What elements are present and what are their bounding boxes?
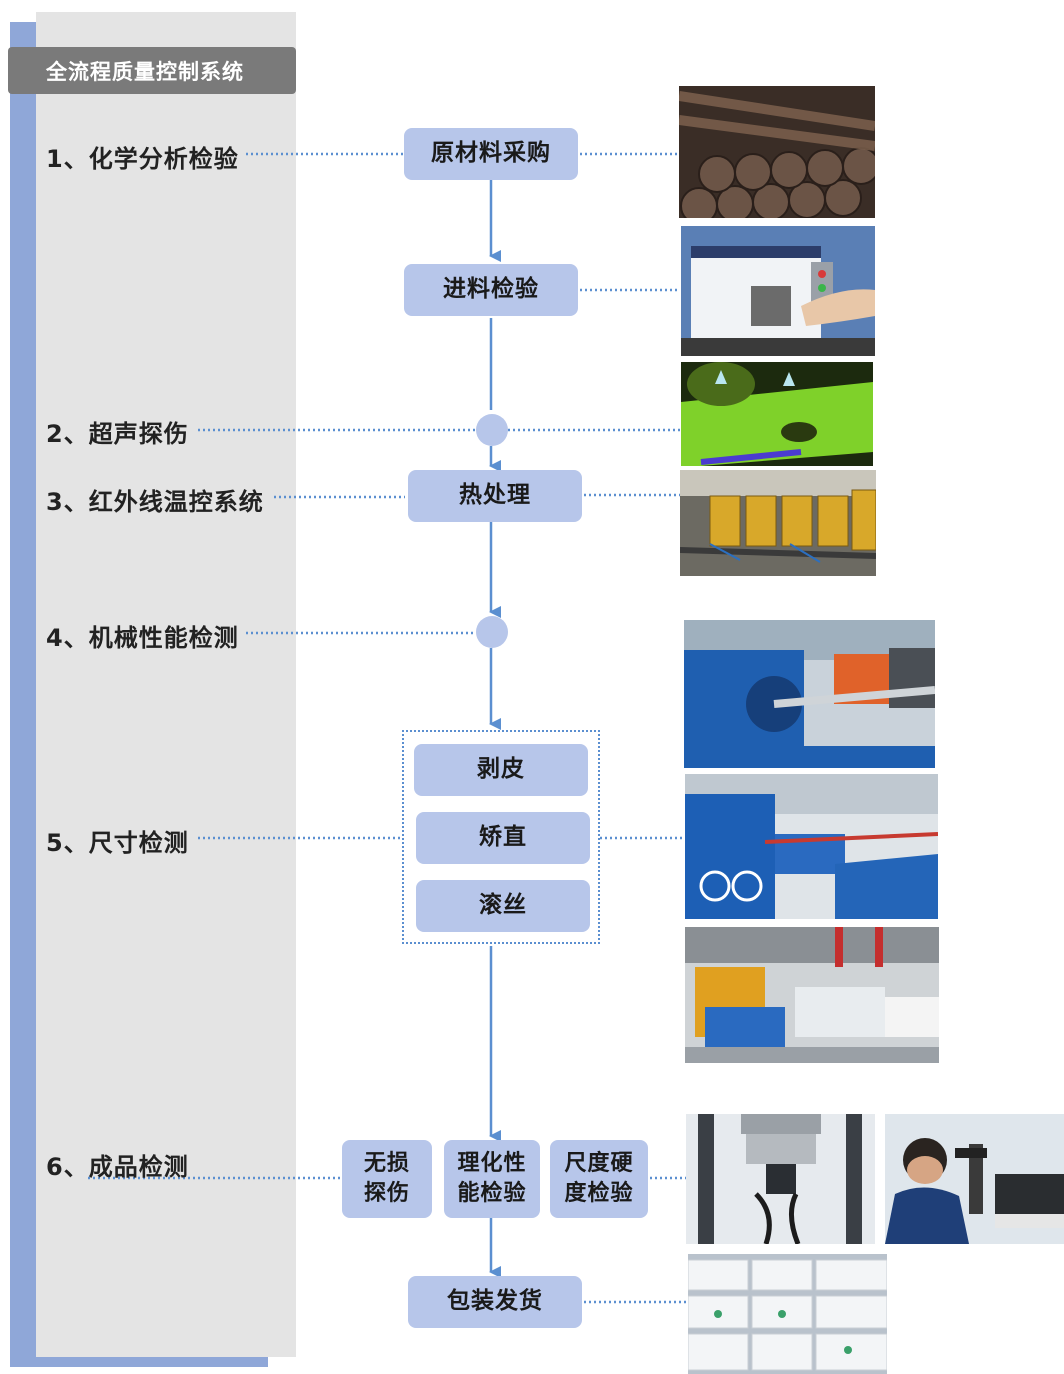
step-peeling: 剥皮 (414, 744, 588, 796)
packed-bars-photo (688, 1254, 887, 1374)
step-straightening: 矫直 (416, 812, 590, 864)
check-label-mechanical: 4、机械性能检测 (46, 624, 239, 652)
step-incoming-inspection: 进料检验 (404, 264, 578, 316)
check-label-dimension: 5、尺寸检测 (46, 829, 189, 857)
step-raw-material: 原材料采购 (404, 128, 578, 180)
steel-bars-photo (679, 86, 875, 218)
check-label-chemical-analysis: 1、化学分析检验 (46, 145, 239, 173)
page-title: 全流程质量控制系统 (8, 47, 296, 94)
spectrometer-photo (681, 226, 875, 356)
machining-group (402, 730, 600, 944)
check-label-final-product: 6、成品检测 (46, 1153, 189, 1181)
thread-rolling-workshop-photo (685, 927, 939, 1063)
node-ultrasonic (476, 414, 508, 446)
check-label-ultrasonic: 2、超声探伤 (46, 420, 189, 448)
step-packing: 包装发货 (408, 1276, 582, 1328)
check-label-infrared: 3、红外线温控系统 (46, 488, 264, 516)
ultrasonic-inspection-photo (681, 362, 873, 466)
heat-treatment-line-photo (680, 470, 876, 576)
step-heat-treatment: 热处理 (408, 470, 582, 522)
peeling-machine-photo (684, 620, 935, 768)
microscope-inspection-photo (885, 1114, 1064, 1244)
node-mechanical (476, 616, 508, 648)
left-panel (36, 12, 296, 1357)
step-thread-rolling: 滚丝 (416, 880, 590, 932)
step-ndt: 无损探伤 (342, 1140, 432, 1218)
tensile-tester-photo (686, 1114, 875, 1244)
step-physchem: 理化性能检验 (444, 1140, 540, 1218)
straightening-machine-photo (685, 774, 938, 919)
step-size-hardness: 尺度硬度检验 (550, 1140, 648, 1218)
